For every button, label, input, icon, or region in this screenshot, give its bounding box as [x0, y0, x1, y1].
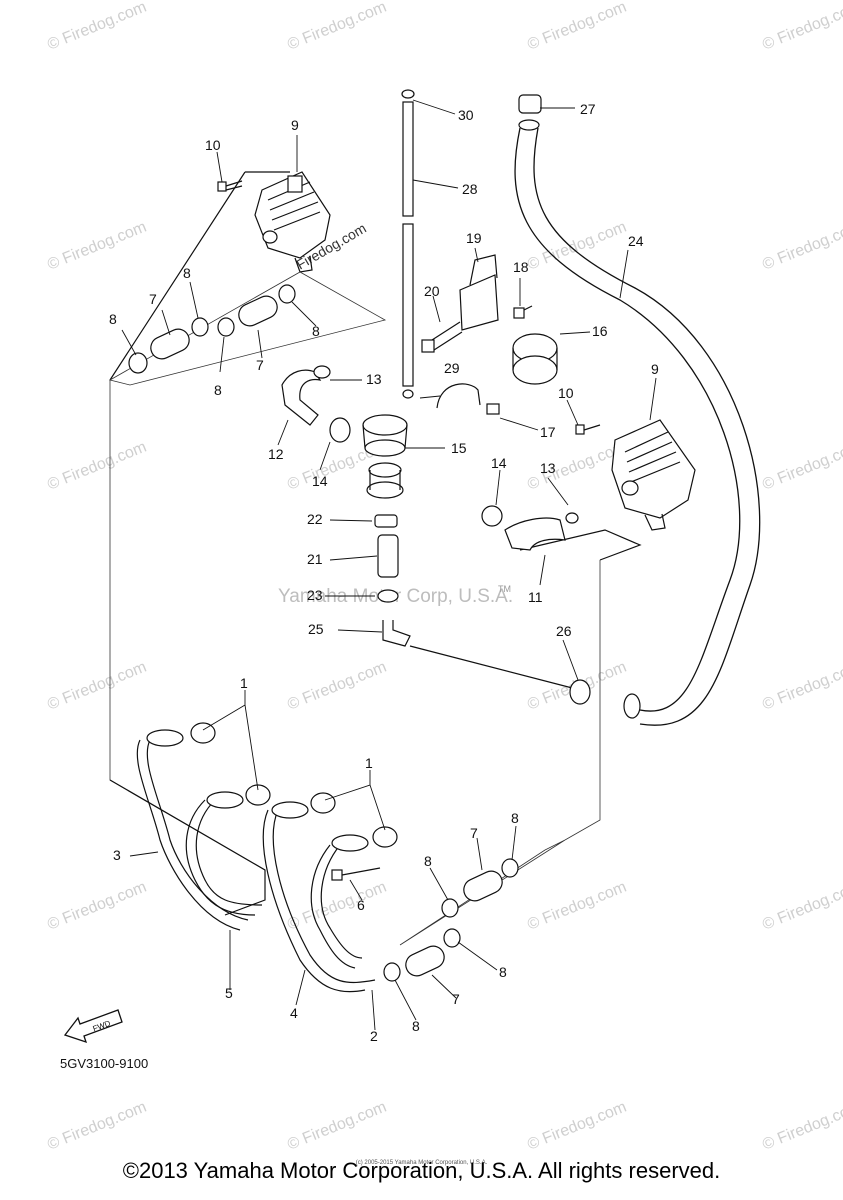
callout-8: 8 [109, 311, 117, 327]
callout-7: 7 [452, 991, 460, 1007]
hose-12 [281, 365, 351, 443]
watermark: © Firedog.com [525, 879, 629, 934]
watermark: © Firedog.com [45, 879, 149, 934]
part-code: 5GV3100-9100 [60, 1056, 148, 1071]
watermark-layer: © Firedog.com © Firedog.com © Firedog.co… [45, 0, 843, 1154]
watermark: © Firedog.com [525, 0, 629, 54]
callout-7: 7 [470, 825, 478, 841]
callout-8: 8 [312, 323, 320, 339]
callout-2: 2 [370, 1028, 378, 1044]
watermark: © Firedog.com [285, 1099, 389, 1154]
callout-5: 5 [225, 985, 233, 1001]
callout-23: 23 [307, 587, 323, 603]
callout-14: 14 [491, 455, 507, 471]
callout-26: 26 [556, 623, 572, 639]
watermark: © Firedog.com [285, 659, 389, 714]
leader-lines [121, 99, 657, 1031]
bolt-20 [421, 321, 463, 353]
clamp-26 [569, 679, 591, 705]
callout-3: 3 [113, 847, 121, 863]
callout-19: 19 [466, 230, 482, 246]
watermark: © Firedog.com [45, 439, 149, 494]
fuel-pump-right [519, 419, 696, 561]
callouts: 30 27 28 9 10 24 19 18 20 16 8 7 8 8 7 8… [109, 101, 659, 1044]
callout-7: 7 [256, 357, 264, 373]
line-art [63, 89, 761, 1044]
clamp-16 [512, 333, 558, 385]
callout-11: 11 [528, 589, 543, 605]
watermark: © Firedog.com [45, 659, 149, 714]
fuel-pump-left [109, 171, 331, 381]
callout-30: 30 [458, 107, 474, 123]
callout-25: 25 [308, 621, 324, 637]
callout-21: 21 [307, 551, 323, 567]
callout-8: 8 [412, 1018, 420, 1034]
left-hose-group [108, 271, 387, 386]
callout-13: 13 [366, 371, 382, 387]
watermark: © Firedog.com [45, 219, 149, 274]
lower-hose-group [383, 839, 566, 982]
callout-16: 16 [592, 323, 608, 339]
fuel-pipes-left [109, 722, 271, 931]
watermark: © Firedog.com [45, 0, 149, 54]
hose-24 [514, 94, 761, 726]
callout-6: 6 [357, 897, 365, 913]
callout-9: 9 [291, 117, 299, 133]
callout-28: 28 [462, 181, 478, 197]
callout-24: 24 [628, 233, 644, 249]
hose-28 [401, 89, 415, 399]
callout-13: 13 [540, 460, 556, 476]
callout-1: 1 [240, 675, 248, 691]
watermark: © Firedog.com [760, 1099, 843, 1154]
clamp-17 [486, 403, 500, 415]
callout-10: 10 [205, 137, 221, 153]
watermark: © Firedog.com [760, 879, 843, 934]
callout-15: 15 [451, 440, 467, 456]
callout-7: 7 [149, 291, 157, 307]
callout-17: 17 [540, 424, 556, 440]
watermark: © Firedog.com [760, 659, 843, 714]
hose-11 [481, 505, 579, 551]
watermark: © Firedog.com [760, 219, 843, 274]
callout-8: 8 [214, 382, 222, 398]
callout-8: 8 [499, 964, 507, 980]
watermark: © Firedog.com [525, 219, 629, 274]
callout-20: 20 [424, 283, 440, 299]
watermark: © Firedog.com [45, 1099, 149, 1154]
callout-8: 8 [511, 810, 519, 826]
callout-8: 8 [183, 265, 191, 281]
watermark: © Firedog.com [760, 0, 843, 54]
callout-22: 22 [307, 511, 323, 527]
watermark: © Firedog.com [285, 879, 389, 934]
callout-27: 27 [580, 101, 596, 117]
callout-12: 12 [268, 446, 284, 462]
copyright-footer: ©2013 Yamaha Motor Corporation, U.S.A. A… [122, 1158, 721, 1183]
callout-18: 18 [513, 259, 529, 275]
watermark: © Firedog.com [285, 0, 389, 54]
watermark: © Firedog.com [525, 1099, 629, 1154]
screw-18 [513, 305, 533, 319]
callout-9: 9 [651, 361, 659, 377]
callout-14: 14 [312, 473, 328, 489]
guide-line-right [564, 560, 601, 841]
bracket-19 [459, 254, 499, 331]
filter-assembly [374, 514, 581, 691]
callout-29: 29 [444, 360, 460, 376]
callout-8: 8 [424, 853, 432, 869]
callout-4: 4 [290, 1005, 298, 1021]
fwd-arrow-icon [63, 1009, 123, 1044]
screw-10-left [217, 180, 243, 192]
fuel-pipes-right [262, 792, 398, 993]
callout-1: 1 [365, 755, 373, 771]
tm-mark: TM [498, 584, 511, 594]
callout-10: 10 [558, 385, 574, 401]
watermark: © Firedog.com [760, 439, 843, 494]
fine-print: (c) 2005-2015 Yamaha Motor Corporation, … [355, 1160, 488, 1166]
